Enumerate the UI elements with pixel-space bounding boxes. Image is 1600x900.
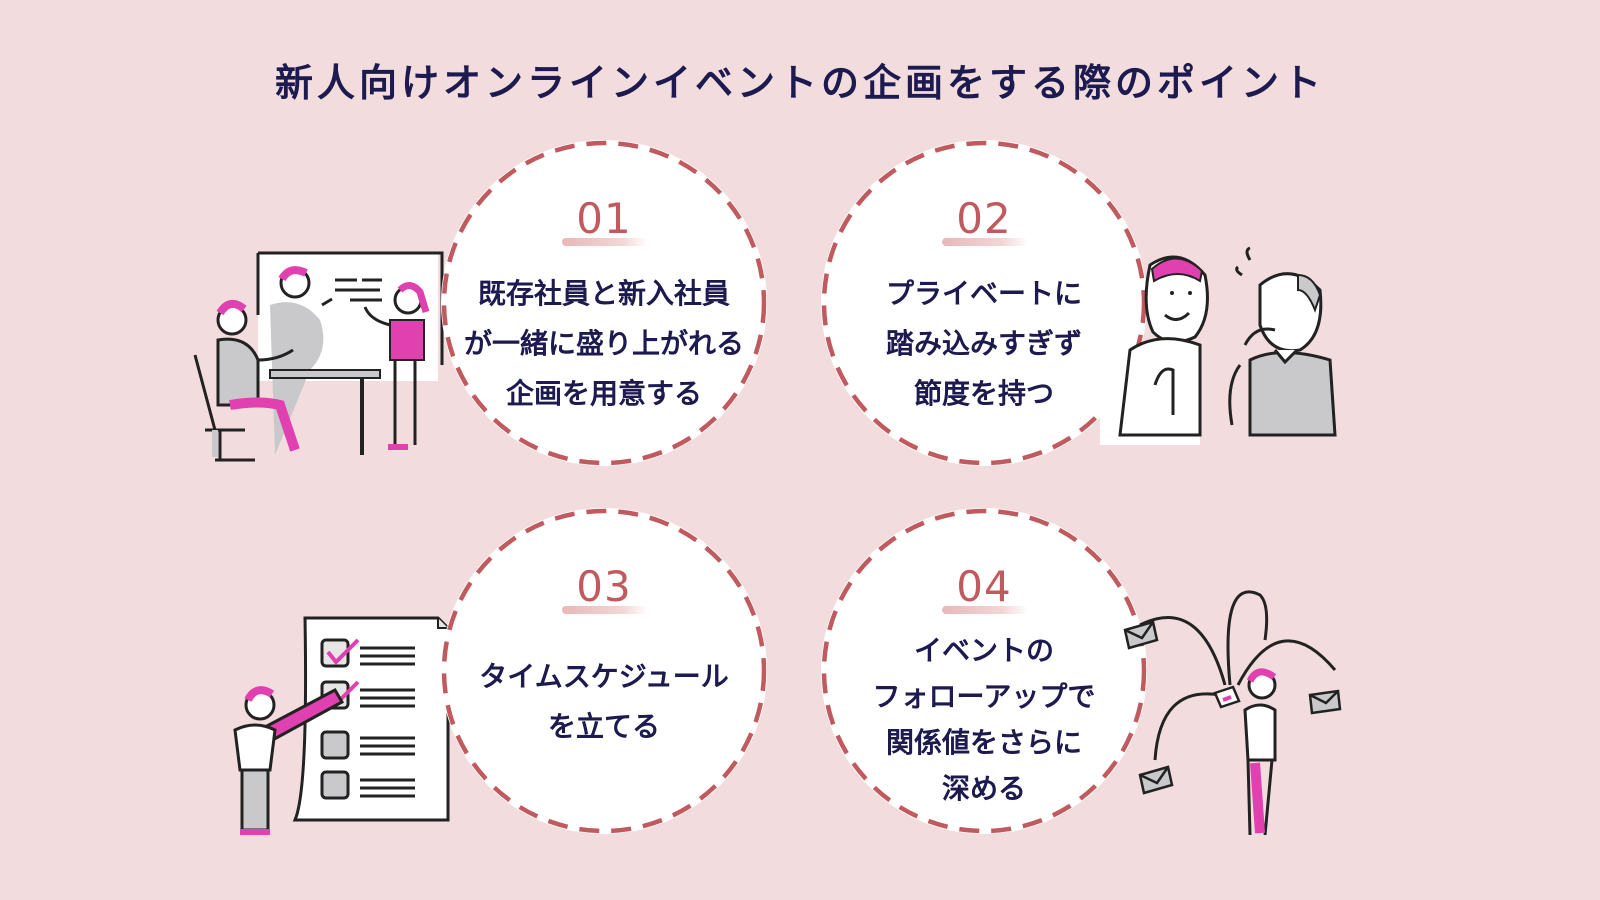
two-people-conversation-illustration xyxy=(1100,246,1337,445)
point-text: タイムスケジュール を立てる xyxy=(479,660,729,743)
point-number: 01 xyxy=(576,194,632,243)
page-title: 新人向けオンラインイベントの企画をする際のポイント xyxy=(274,61,1325,105)
point-number: 04 xyxy=(956,562,1012,611)
sending-mail-illustration xyxy=(1123,590,1342,836)
point-card-03: 03 タイムスケジュール を立てる xyxy=(441,508,767,834)
point-card-02: 02 プライベートに 踏み込みすぎず 節度を持つ xyxy=(821,140,1147,466)
dashed-circle-border xyxy=(821,140,1147,466)
point-text: プライベートに 踏み込みすぎず 節度を持つ xyxy=(885,277,1082,410)
checklist-pencil-illustration xyxy=(233,616,450,835)
point-text: 既存社員と新入社員 が一緒に盛り上がれる 企画を用意する xyxy=(463,277,744,410)
brush-underline xyxy=(942,238,1028,246)
point-number: 02 xyxy=(956,194,1012,243)
meeting-whiteboard-illustration xyxy=(193,251,444,462)
dashed-circle-border xyxy=(441,140,767,466)
dashed-circle-border xyxy=(821,508,1147,834)
brush-underline xyxy=(562,606,648,614)
point-card-04: 04 イベントの フォローアップで 関係値をさらに 深める xyxy=(821,508,1147,834)
brush-underline xyxy=(562,238,648,246)
point-text: イベントの フォローアップで 関係値をさらに 深める xyxy=(872,634,1096,805)
point-number: 03 xyxy=(576,562,632,611)
brush-underline xyxy=(942,606,1028,614)
dashed-circle-border xyxy=(441,508,767,834)
point-card-01: 01 既存社員と新入社員 が一緒に盛り上がれる 企画を用意する xyxy=(441,140,767,466)
